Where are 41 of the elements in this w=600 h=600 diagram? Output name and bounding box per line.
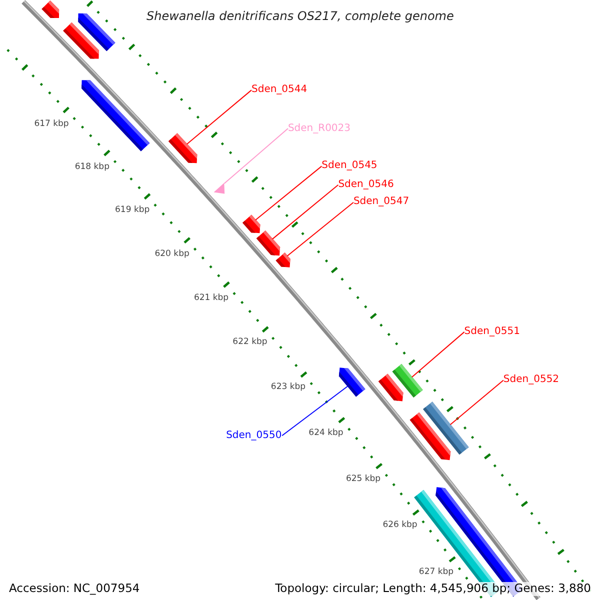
- scale-label: 623 kbp: [270, 382, 306, 393]
- leader-line: [255, 166, 322, 220]
- genome-summary-note: Topology: circular; Length: 4,545,906 bp; Genes: 3,880: [273, 582, 593, 596]
- scale-label: 625 kbp: [346, 474, 381, 484]
- leader-line: [186, 90, 252, 145]
- gene-triangle: [214, 182, 225, 194]
- scale-label: 620 kbp: [154, 248, 190, 259]
- leader-line: [224, 128, 288, 184]
- gene-block: [256, 230, 280, 256]
- leader-line: [282, 386, 348, 436]
- scale-label: 622 kbp: [232, 337, 268, 348]
- scale-label: 626 kbp: [382, 520, 418, 530]
- gene-label: Sden_R0023: [288, 122, 351, 135]
- leader-line: [286, 202, 354, 256]
- gene-label: Sden_0547: [353, 196, 410, 208]
- gene-block: [63, 22, 99, 59]
- gene-block: [42, 0, 60, 18]
- gene-block: [82, 80, 150, 152]
- scale-label: 621 kbp: [194, 292, 229, 304]
- gene-block: [378, 374, 404, 402]
- gene-label: Sden_0552: [503, 374, 560, 386]
- leader-line: [411, 331, 465, 378]
- accession-note: Accession: NC_007954: [7, 582, 142, 596]
- gene-block: [242, 214, 260, 234]
- gene-label: Sden_0546: [338, 178, 394, 191]
- map-title: Shewanella denitrificans OS217, complete genome: [146, 9, 454, 24]
- scale-label: 627 kbp: [418, 566, 454, 577]
- gene-block: [410, 412, 451, 460]
- gene-label: Sden_0544: [252, 84, 308, 96]
- gene-block: [168, 133, 198, 164]
- scale-label: 624 kbp: [308, 428, 344, 438]
- leader-line: [450, 380, 504, 426]
- scale-label: 618 kbp: [74, 162, 110, 172]
- gene-block: [338, 368, 366, 397]
- gene-label: Sden_0551: [464, 326, 520, 338]
- scale-label: 619 kbp: [115, 204, 150, 216]
- gene-block: [276, 252, 290, 268]
- scale-label: 617 kbp: [34, 118, 69, 129]
- gene-label: Sden_0550: [226, 430, 282, 442]
- leader-line: [272, 184, 339, 240]
- gene-label: Sden_0545: [322, 160, 378, 172]
